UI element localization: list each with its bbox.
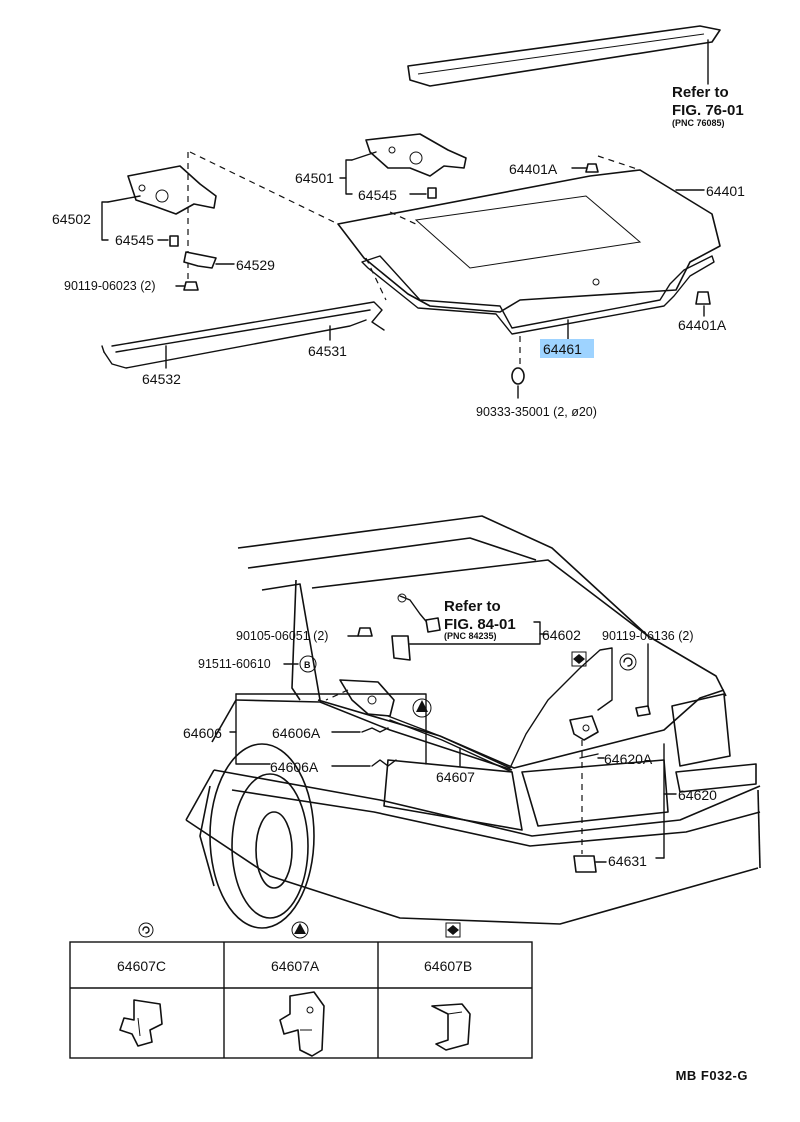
bolt-90119[interactable] — [183, 281, 199, 291]
label-64501[interactable]: 64501 — [295, 170, 334, 186]
label-64620A[interactable]: 64620A — [604, 751, 653, 767]
label-91511[interactable]: 91511-60610 — [198, 657, 271, 671]
label-64606A-b[interactable]: 64606A — [270, 759, 319, 775]
symbol-spiral — [619, 653, 637, 671]
bumper-cushion-right[interactable] — [695, 291, 711, 305]
label-64401[interactable]: 64401 — [706, 183, 745, 199]
vehicle-rear-outline — [185, 515, 761, 929]
clip-64607A[interactable] — [279, 991, 325, 1057]
rod-64620A[interactable] — [579, 753, 599, 759]
lock-64602[interactable] — [391, 635, 411, 661]
symbol-triangle — [416, 700, 428, 712]
label-64401A-top[interactable]: 64401A — [509, 161, 558, 177]
wire-harness[interactable] — [397, 593, 441, 633]
clip-table — [69, 941, 533, 1059]
symbol-diamond — [573, 654, 585, 664]
torsion-bar-64532[interactable] — [101, 319, 367, 369]
label-64529[interactable]: 64529 — [236, 257, 275, 273]
weatherstrip[interactable] — [361, 255, 715, 335]
harness-ref-line1: Refer to — [444, 598, 501, 615]
label-90119-a[interactable]: 90119-06023 (2) — [64, 279, 156, 293]
label-64531[interactable]: 64531 — [308, 343, 347, 359]
hinge-right[interactable] — [365, 133, 467, 177]
table-symbol-triangle-circle — [291, 921, 309, 939]
harness-ref-line2[interactable]: FIG. 84-01 — [444, 616, 516, 633]
label-64606[interactable]: 64606 — [183, 725, 222, 741]
lock-striker-64606[interactable] — [339, 679, 395, 717]
figure-code: MB F032-G — [675, 1068, 748, 1083]
release-cable-64607[interactable] — [387, 647, 613, 773]
label-90333[interactable]: 90333-35001 (2, ø20) — [476, 405, 597, 419]
label-64545-a[interactable]: 64545 — [358, 187, 397, 203]
spring-64606A-b[interactable] — [371, 759, 397, 767]
table-symbol-triangle — [294, 923, 306, 934]
spoiler-ref-line3: (PNC 76085) — [672, 118, 725, 128]
spoiler-ref-line1: Refer to — [672, 84, 729, 101]
bush-64545-b[interactable] — [169, 235, 179, 247]
bush-64545-a[interactable] — [427, 187, 437, 199]
bolt-90119-b[interactable] — [635, 705, 651, 717]
label-90105[interactable]: 90105-06051 (2) — [236, 629, 328, 643]
harness-ref-line3: (PNC 84235) — [444, 631, 497, 641]
hinge-left[interactable] — [127, 165, 217, 215]
table-symbol-spiral — [138, 922, 154, 938]
symbol-diamond-frame — [571, 651, 587, 667]
table-symbol-diamond — [447, 925, 459, 935]
label-64502[interactable]: 64502 — [52, 211, 91, 227]
label-64602[interactable]: 64602 — [542, 627, 581, 643]
spring-64606A-a[interactable] — [361, 727, 389, 733]
spoiler-ref-line2[interactable]: FIG. 76-01 — [672, 102, 744, 119]
release-lever-64620[interactable] — [569, 715, 599, 741]
table-label-64607A[interactable]: 64607A — [271, 958, 320, 974]
label-90119-b[interactable]: 90119-06136 (2) — [602, 629, 694, 643]
table-symbol-diamond-frame — [445, 922, 461, 938]
label-64532[interactable]: 64532 — [142, 371, 181, 387]
opener-64631[interactable] — [573, 855, 597, 873]
label-64461[interactable]: 64461 — [543, 341, 582, 357]
clip-64607B[interactable] — [431, 1003, 471, 1051]
bumper-cushion-top[interactable] — [585, 163, 599, 173]
clip-64607C[interactable] — [119, 999, 163, 1047]
bolt-90105[interactable] — [357, 627, 373, 637]
label-64607[interactable]: 64607 — [436, 769, 475, 785]
rear-spoiler[interactable] — [407, 25, 721, 87]
label-64545-b[interactable]: 64545 — [115, 232, 154, 248]
symbol-b-circle — [299, 655, 317, 673]
hole-plug[interactable] — [511, 367, 525, 385]
label-64401A-right[interactable]: 64401A — [678, 317, 727, 333]
highlight-64461 — [540, 339, 594, 358]
torsion-bar-64531[interactable] — [111, 301, 385, 353]
label-64620[interactable]: 64620 — [678, 787, 717, 803]
table-label-64607C[interactable]: 64607C — [117, 958, 166, 974]
table-label-64607B[interactable]: 64607B — [424, 958, 472, 974]
label-64631[interactable]: 64631 — [608, 853, 647, 869]
label-64606A-a[interactable]: 64606A — [272, 725, 321, 741]
symbol-b: B — [304, 660, 311, 670]
torsion-bar-bracket[interactable] — [183, 251, 217, 269]
